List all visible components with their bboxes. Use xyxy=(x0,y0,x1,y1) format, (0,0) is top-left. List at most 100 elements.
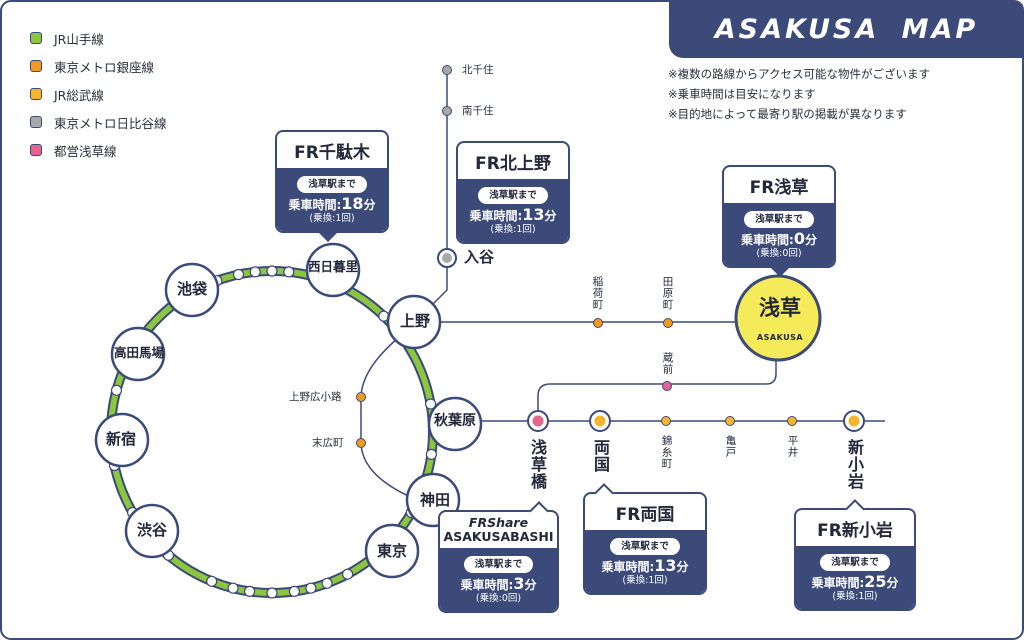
yamanote-minor-station xyxy=(266,265,278,277)
ride-time-value: 13 xyxy=(522,205,545,224)
property-card-body: 浅草駅まで 乗車時間:13分 (乗換:1回) xyxy=(458,179,568,242)
property-name: FR北上野 xyxy=(475,153,551,174)
station-label-ikebukuro: 池袋 xyxy=(176,280,207,298)
yamanote-minor-station xyxy=(425,448,437,460)
transfer-count: (乗換:1回) xyxy=(622,575,668,586)
station-label-kinshicho: 錦糸町 xyxy=(660,435,673,470)
yamanote-minor-stations xyxy=(108,265,437,599)
station-label-inaricho: 稲荷町 xyxy=(591,276,604,311)
station-label-asakusa: 浅草 xyxy=(759,296,801,320)
legend-swatch xyxy=(30,116,42,128)
ride-time-unit: 分 xyxy=(804,233,817,247)
legend-swatch xyxy=(30,144,42,156)
legend-label: JR総武線 xyxy=(54,87,104,103)
property-card-shinkoiwa[interactable]: FR新小岩 浅草駅まで 乗車時間:25分 (乗換:1回) xyxy=(794,499,916,611)
ride-time: 乗車時間:13分 xyxy=(458,207,568,224)
ride-time-prefix: 乗車時間: xyxy=(811,576,865,590)
yamanote-major-station xyxy=(427,396,483,452)
ride-time-unit: 分 xyxy=(363,198,376,212)
property-name: FR浅草 xyxy=(749,177,809,198)
ride-time: 乗車時間:25分 xyxy=(796,574,914,591)
ride-time-unit: 分 xyxy=(676,560,689,574)
kitasenju-station-dot xyxy=(442,65,452,75)
property-card-asakusabashi[interactable]: FRShare ASAKUSABASHI 浅草駅まで 乗車時間:3分 (乗換:0… xyxy=(438,501,559,613)
yamanote-minor-station xyxy=(232,268,245,281)
property-card-kitaueno[interactable]: FR北上野 浅草駅まで 乗車時間:13分 (乗換:1回) xyxy=(456,141,570,244)
ueno-hirokoji-station-dot xyxy=(356,392,366,402)
note-line: ※目的地によって最寄り駅の掲載が異なります xyxy=(668,107,907,121)
yamanote-minor-station xyxy=(227,582,239,594)
kameido-station-dot xyxy=(725,416,735,426)
property-card-body: 浅草駅まで 乗車時間:3分 (乗換:0回) xyxy=(440,548,557,611)
station-label-hirai: 平井 xyxy=(786,435,799,458)
toei-asakusa-line xyxy=(537,352,777,420)
property-name: FR新小岩 xyxy=(817,520,893,541)
yamanote-minor-station xyxy=(342,568,354,580)
destination-pill: 浅草駅まで xyxy=(744,211,814,228)
destination-pill: 浅草駅まで xyxy=(610,538,680,555)
station-label-asakusa-en: ASAKUSA xyxy=(756,333,804,342)
transfer-count: (乗換:0回) xyxy=(475,593,522,604)
property-card-body: 浅草駅まで 乗車時間:25分 (乗換:1回) xyxy=(796,546,914,609)
yamanote-major-station xyxy=(305,242,361,298)
legend-swatch xyxy=(30,32,42,44)
ride-time-unit: 分 xyxy=(524,578,537,592)
destination-pill: 浅草駅まで xyxy=(297,176,367,193)
map-title: ASAKUSA MAP xyxy=(714,13,979,45)
station-label-takadanobaba: 高田馬場 xyxy=(113,345,164,360)
ride-time: 乗車時間:13分 xyxy=(585,558,705,575)
transfer-count: (乗換:1回) xyxy=(490,224,536,235)
station-label-tokyo: 東京 xyxy=(376,542,407,560)
legend: JR山手線 東京メトロ銀座線 JR総武線 東京メトロ日比谷線 都営浅草線 xyxy=(30,24,167,164)
yamanote-major-station xyxy=(164,262,220,318)
kuramae-station-dot xyxy=(662,381,672,391)
yamanote-minor-station xyxy=(266,587,278,599)
kinshicho-station-dot xyxy=(661,416,671,426)
ride-time: 乗車時間:0分 xyxy=(724,231,834,248)
legend-swatch xyxy=(30,60,42,72)
legend-label: 都営浅草線 xyxy=(54,143,117,159)
ride-time: 乗車時間:18分 xyxy=(277,196,387,213)
legend-label: JR山手線 xyxy=(54,31,104,47)
property-card-ryogoku[interactable]: FR両国 浅草駅まで 乗車時間:13分 (乗換:1回) xyxy=(583,483,707,595)
station-label-shinkoiwa: 新小岩 xyxy=(845,439,864,490)
notes: ※複数の路線からアクセス可能な物件がございます ※乗車時間は目安になります ※目… xyxy=(668,64,930,124)
property-card-body: 浅草駅まで 乗車時間:18分 (乗換:1回) xyxy=(277,168,387,231)
transfer-count: (乗換:1回) xyxy=(309,213,355,224)
ride-time-prefix: 乗車時間: xyxy=(741,233,794,247)
station-label-iriya: 入谷 xyxy=(464,248,495,266)
station-label-kanda: 神田 xyxy=(419,491,450,509)
suehirocho-station-dot xyxy=(356,438,366,448)
station-label-asakusabashi: 浅草橋 xyxy=(528,439,547,490)
note-line: ※複数の路線からアクセス可能な物件がございます xyxy=(668,67,931,81)
note-line: ※乗車時間は目安になります xyxy=(668,87,816,101)
ride-time-unit: 分 xyxy=(886,576,899,590)
property-name-line2: ASAKUSABASHI xyxy=(443,529,554,544)
iriya-station-dot xyxy=(442,253,452,263)
yamanote-minor-station xyxy=(110,384,123,396)
destination-pill: 浅草駅まで xyxy=(463,556,534,573)
destination-pill: 浅草駅まで xyxy=(820,554,890,571)
yamanote-major-station xyxy=(364,523,420,579)
yamanote-major-station xyxy=(110,326,166,382)
legend-swatch xyxy=(30,88,42,100)
shinkoiwa-station-dot xyxy=(848,415,860,427)
property-card-asakusa[interactable]: FR浅草 浅草駅まで 乗車時間:0分 (乗換:0回) xyxy=(722,165,836,277)
ride-time-prefix: 乗車時間: xyxy=(460,578,514,592)
legend-label: 東京メトロ日比谷線 xyxy=(54,115,167,131)
property-name: FR両国 xyxy=(615,504,675,525)
station-label-akihabara: 秋葉原 xyxy=(434,413,476,429)
minamisenju-station-dot xyxy=(442,106,452,116)
yamanote-minor-station xyxy=(283,266,295,278)
ride-time-value: 0 xyxy=(793,229,805,248)
property-card-sendagi[interactable]: FR千駄木 浅草駅まで 乗車時間:18分 (乗換:1回) xyxy=(275,130,389,242)
asakusa-station-circle xyxy=(734,274,822,362)
ride-time-prefix: 乗車時間: xyxy=(601,560,655,574)
yamanote-minor-station xyxy=(425,398,437,410)
station-label-shinjuku: 新宿 xyxy=(105,430,136,448)
station-label-nishinippori: 西日暮里 xyxy=(307,259,358,274)
yamanote-minor-station xyxy=(249,266,261,278)
legend-item-yamanote: JR山手線 xyxy=(30,24,167,52)
